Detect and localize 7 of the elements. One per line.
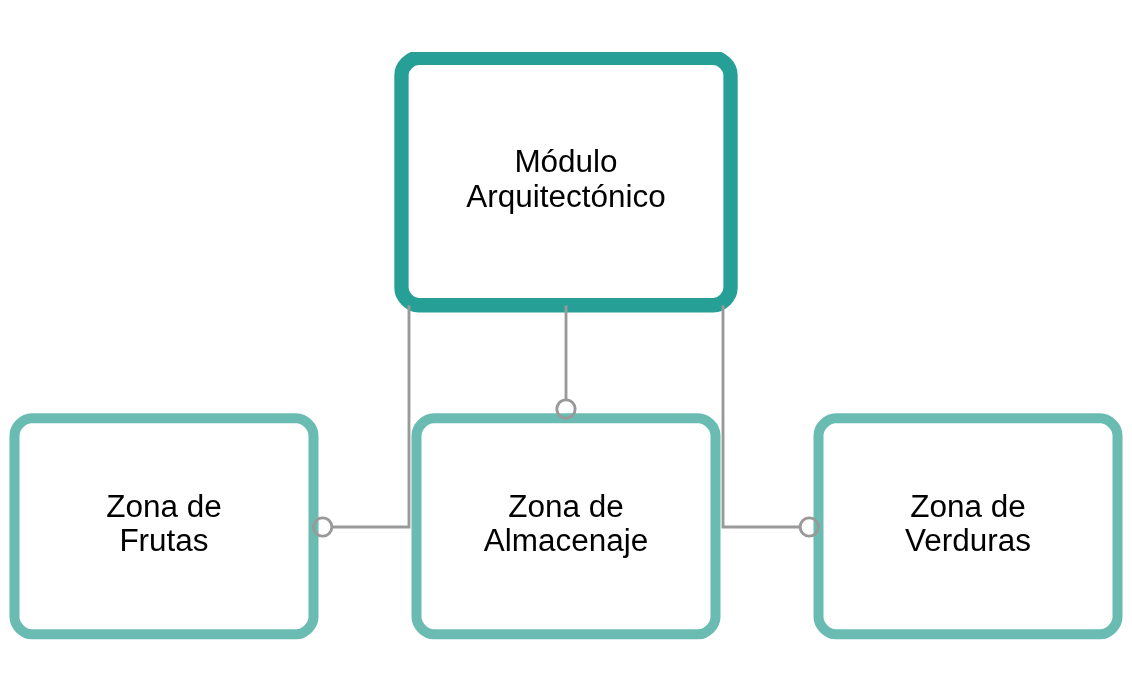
- node-box: Módulo Arquitectónico: [394, 51, 738, 312]
- connector: [721, 304, 820, 538]
- node-box: Zona de Almacenaje: [411, 412, 721, 639]
- node-box: Zona de Verduras: [813, 412, 1123, 639]
- connector: [555, 304, 577, 420]
- node-box: Zona de Frutas: [9, 412, 319, 639]
- connector: [312, 304, 411, 538]
